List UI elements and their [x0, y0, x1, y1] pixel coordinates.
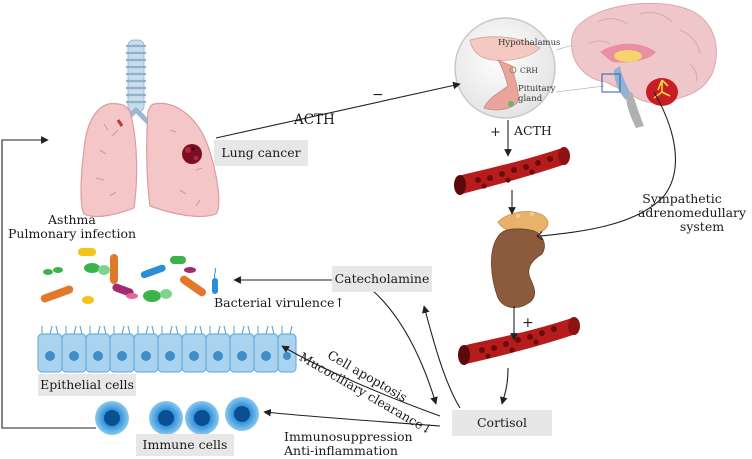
minus-sign: −	[372, 87, 384, 103]
arrows	[1, 81, 676, 429]
cortisol-box: Cortisol	[452, 410, 552, 436]
left-lung	[80, 103, 138, 218]
epithelial-cells-illustration	[37, 325, 297, 373]
asthma-label: Asthma	[48, 212, 96, 227]
lung-cancer-box: Lung cancer	[214, 140, 308, 166]
pituitary-label: Pituitary	[518, 84, 556, 94]
cerebellum-icon	[646, 78, 678, 106]
sympathetic-label: Sympathetic	[642, 191, 722, 206]
anti-inflammation-label: Anti-inflammation	[284, 443, 398, 458]
plus-sign-top: +	[490, 125, 501, 140]
acth-pituitary-label: ACTH	[514, 123, 552, 138]
brain-illustration	[571, 2, 717, 128]
gland-label: gland	[518, 94, 543, 104]
blood-vessel-bottom	[458, 317, 580, 365]
epithelial-cells-box: Epithelial cells	[38, 374, 136, 396]
acth-top-label: ACTH	[294, 112, 335, 128]
blood-vessel-top	[454, 147, 570, 195]
hypothalamus-label: Hypothalamus	[498, 38, 561, 48]
kidney-adrenal-illustration	[491, 211, 549, 308]
immunosuppression-label: Immunosuppression	[284, 429, 413, 444]
catecholamine-box: Catecholamine	[332, 266, 432, 292]
bacteria-illustration	[40, 248, 218, 304]
pulmonary-infection-label: Pulmonary infection	[8, 226, 137, 241]
crh-label: CRH	[520, 66, 538, 75]
lungs-illustration	[80, 39, 220, 218]
right-lung	[146, 102, 220, 217]
immune-cells-box: Immune cells	[136, 434, 234, 456]
immune-cells-illustration	[95, 397, 259, 435]
bacterial-virulence-label: Bacterial virulence↑	[214, 295, 345, 310]
plus-sign-kidney: +	[522, 315, 534, 331]
hypothalamus-zoom-circle	[454, 17, 556, 119]
system-label: system	[679, 219, 725, 234]
adrenomedullary-label: adrenomedullary	[637, 205, 747, 220]
tumor-icon	[182, 144, 202, 164]
